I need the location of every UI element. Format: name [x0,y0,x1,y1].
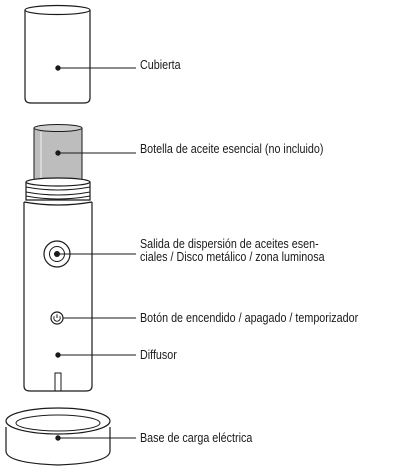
charging-base-part [5,407,111,466]
power-icon [50,311,64,325]
bottle-label: Botella de aceite esencial (no incluido) [140,142,324,156]
outlet-label: Salida de dispersión de aceites esen- ci… [140,238,394,264]
power-button-label: Botón de encendido / apagado / temporiza… [140,311,359,325]
outlet-label-line-1: Salida de dispersión de aceites esen- [140,237,319,251]
cover-part [24,4,91,104]
diffuser-body [23,201,93,392]
base-label: Base de carga eléctrica [140,431,253,445]
outlet-label-line-2: ciales / Disco metálico / zona luminosa [140,250,325,264]
diffuser-collar [25,177,91,201]
diffuser-label: Diffusor [140,348,177,362]
leader-lines [54,65,136,441]
cover-label: Cubierta [140,58,181,72]
